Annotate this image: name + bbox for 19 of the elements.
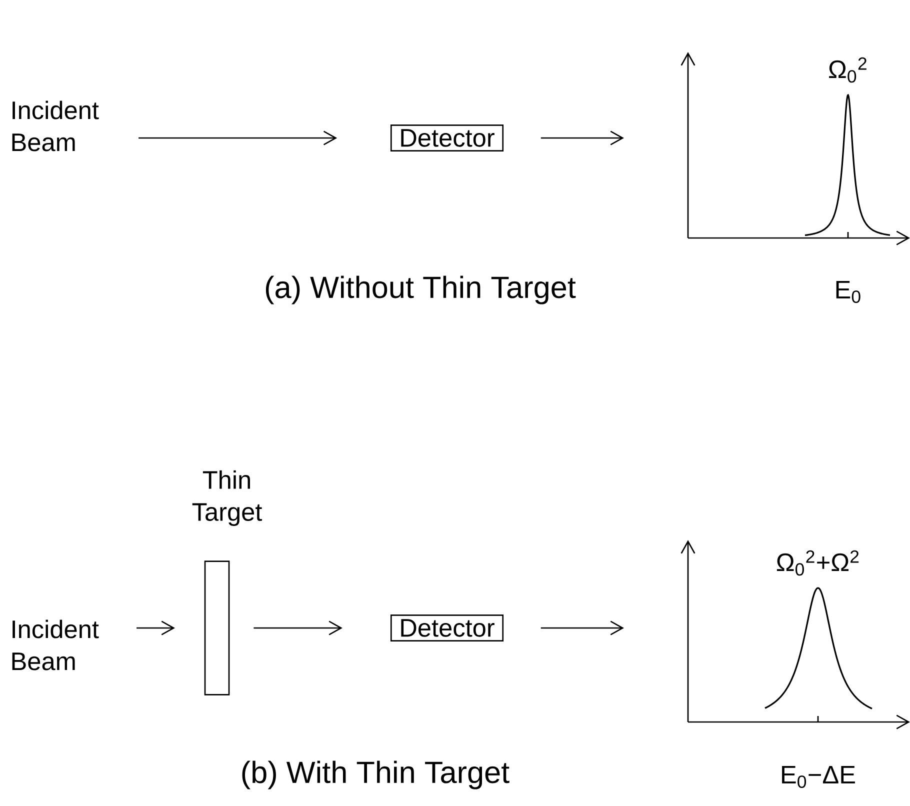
detector-box: Detector [390, 614, 504, 642]
arrow [138, 130, 338, 146]
spectrum-plot-drawing [680, 540, 910, 730]
beam-label: Incident Beam [12, 100, 99, 152]
caption: (b) With Thin Target [242, 760, 510, 790]
spectrum-plot-drawing [680, 52, 910, 246]
detector-box: Detector [390, 124, 504, 152]
axis-label: Ω$_{0}$$^{2}$+Ω$^{2}$ [776, 550, 859, 576]
axis-label: E$_{0}$−ΔE [782, 766, 855, 788]
target-plate: Thin Target [192, 470, 262, 696]
axis-label: Ω$_{0}$2 [829, 57, 866, 83]
axis-label: E$_{0}$ [836, 280, 860, 304]
arrow [254, 620, 342, 636]
arrow [540, 620, 624, 636]
arrow [540, 130, 624, 146]
arrow [136, 620, 175, 636]
caption: (a) Without Thin Target [266, 276, 576, 304]
beam-label: Incident Beam [12, 620, 99, 670]
node-label: Thin Target [192, 470, 262, 526]
